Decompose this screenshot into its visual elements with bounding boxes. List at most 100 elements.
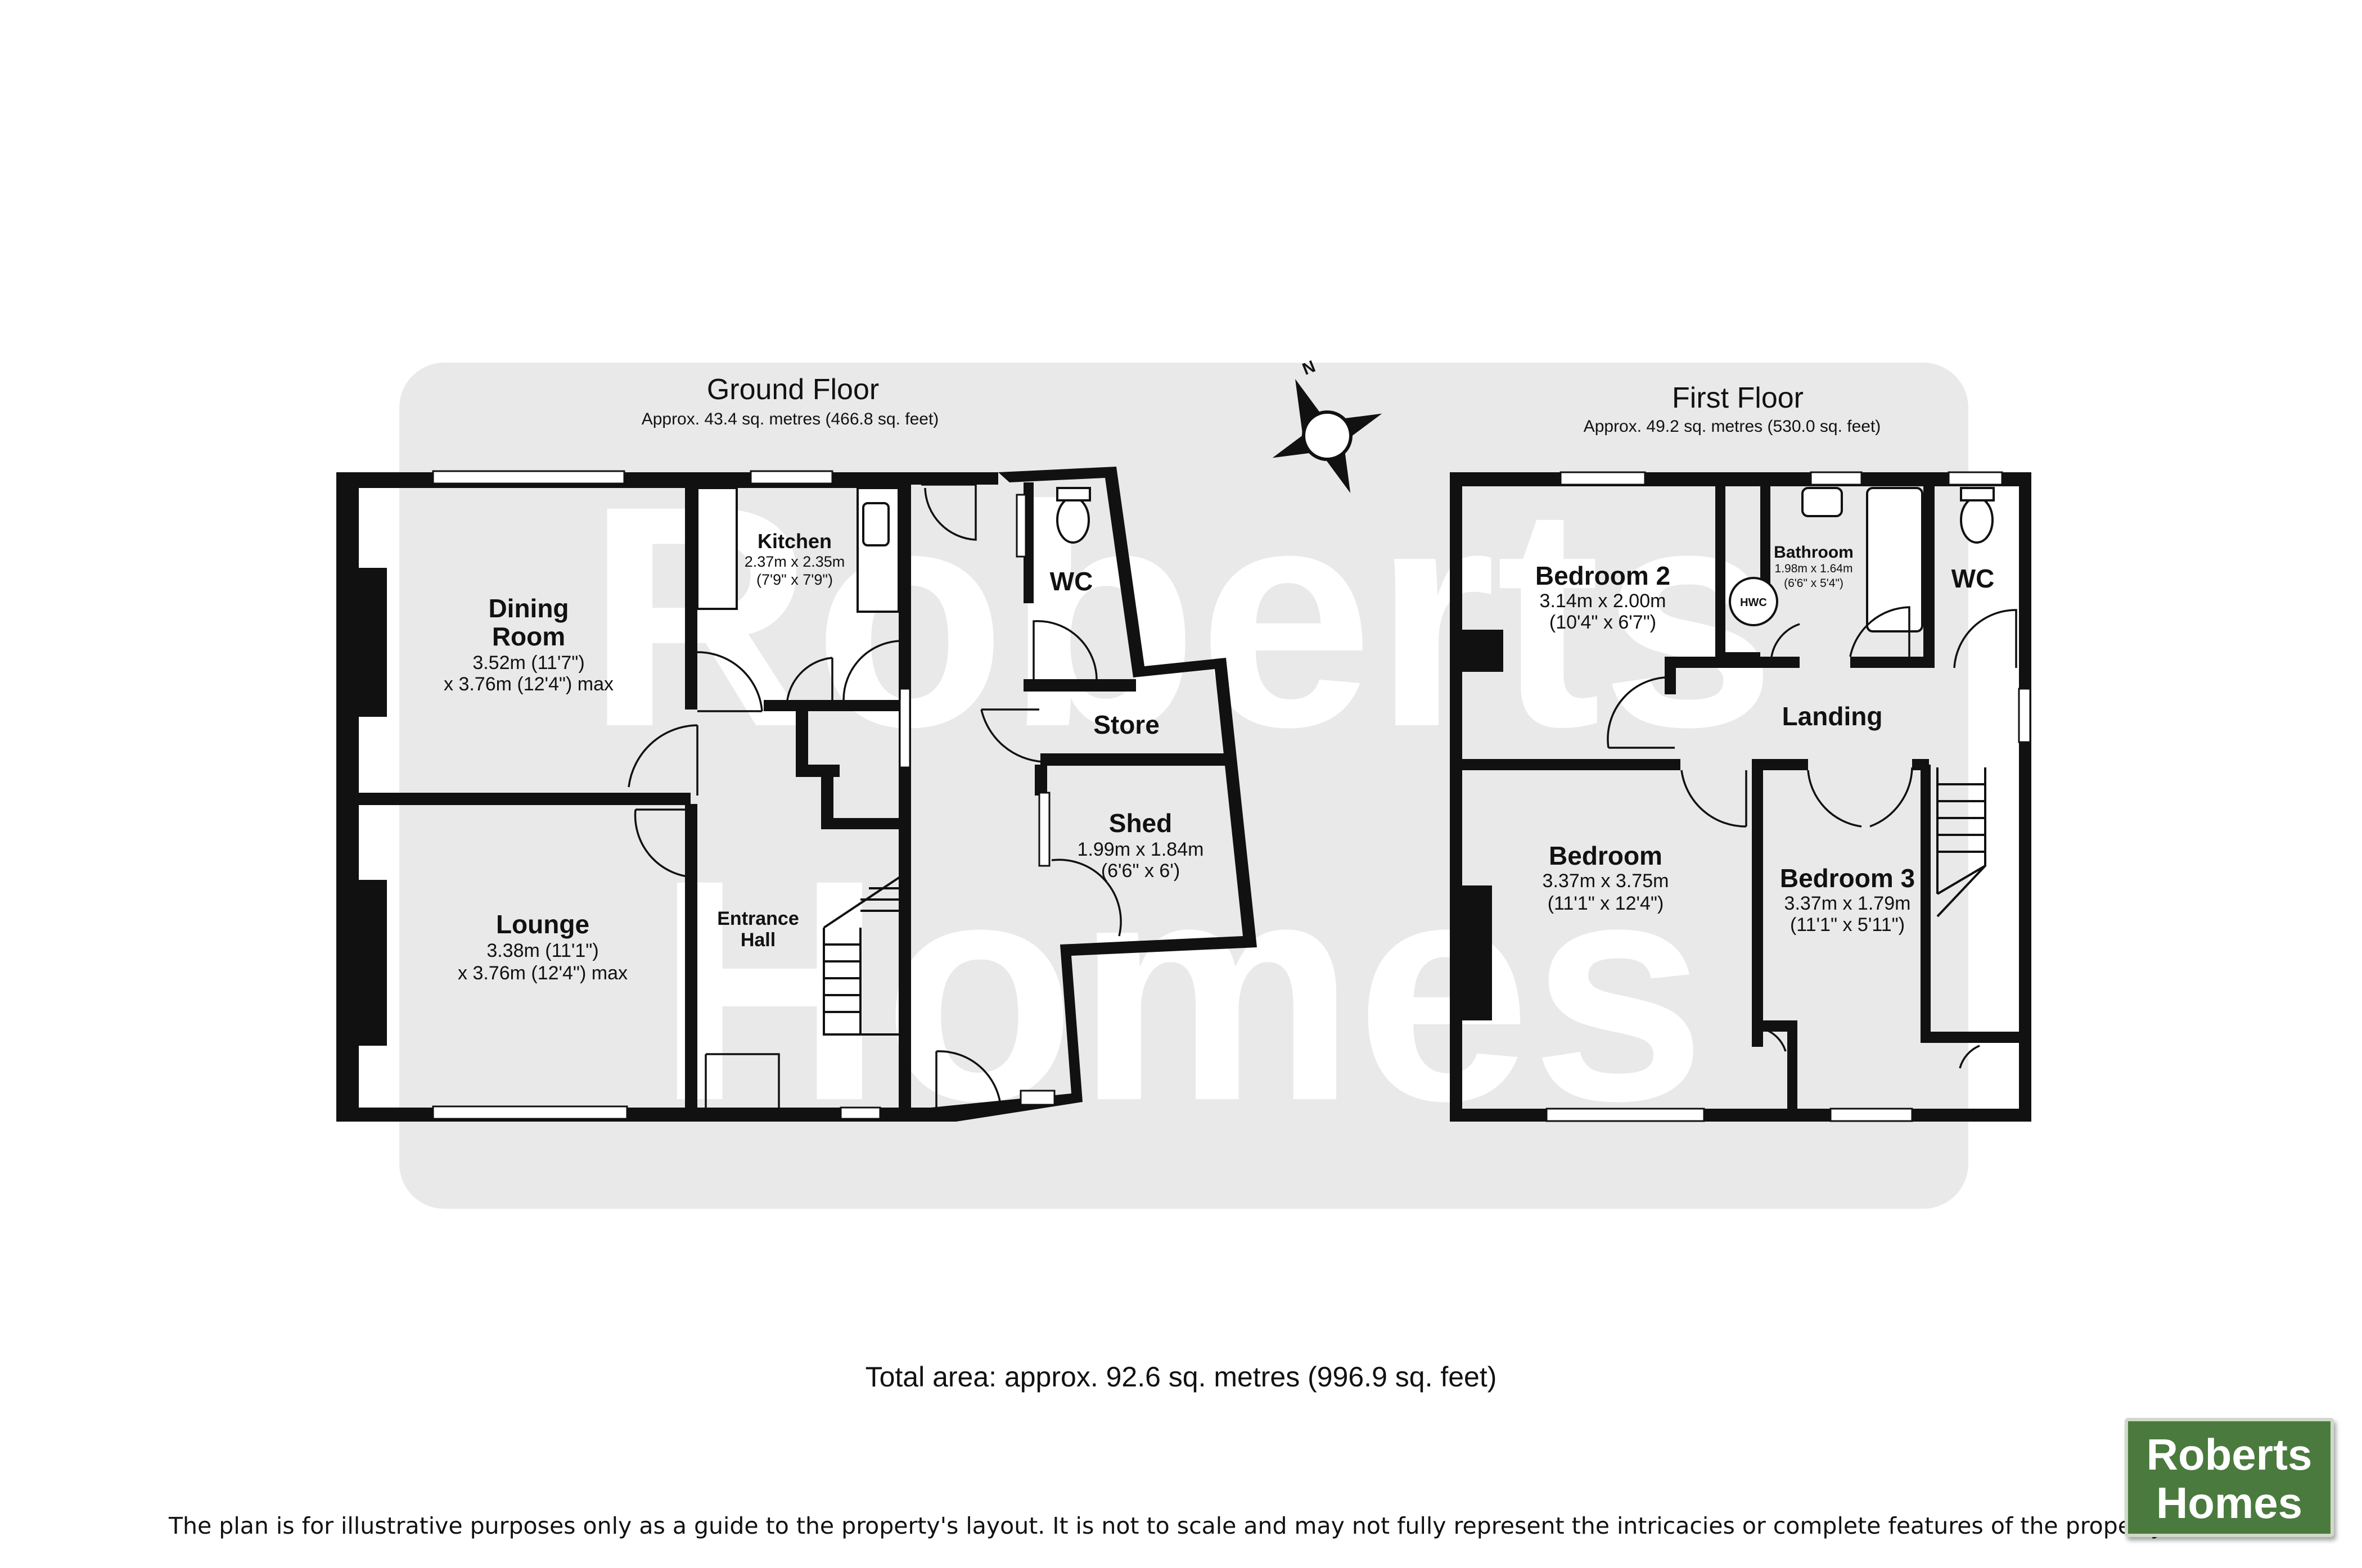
gf-shed-dim2: (6'6" x 6') <box>1101 860 1180 882</box>
gf-window-wc <box>1016 494 1027 558</box>
ff-wall-right <box>2019 472 2031 1122</box>
gf-dining-dim2: x 3.76m (12'4") max <box>444 674 614 695</box>
ff-wc-cistern <box>1960 487 1995 501</box>
ff-window-bed2 <box>1559 471 1646 486</box>
ff-wall-bed3-cupboard-right <box>1787 1020 1797 1110</box>
logo-line2: Homes <box>2156 1478 2303 1528</box>
gf-wall-cupboard-left <box>796 710 808 771</box>
gf-lounge-name: Lounge <box>496 910 589 939</box>
gf-title: Ground Floor <box>707 373 879 406</box>
ff-doors <box>1607 606 2017 1069</box>
gf-wc-toilet <box>1056 496 1090 544</box>
gf-kitchen-dim1: 2.37m x 2.35m <box>745 553 845 570</box>
ff-bathroom-dim2: (6'6" x 5'4") <box>1784 577 1843 590</box>
ff-bedroom3-name: Bedroom 3 <box>1780 864 1915 893</box>
gf-chimney-dining <box>358 568 387 717</box>
ff-stairs <box>1936 767 1986 918</box>
gf-kitchen-sink <box>862 502 890 546</box>
ff-bedroom2-dim2: (10'4" x 6'7") <box>1549 612 1656 633</box>
gf-wall-right-main <box>899 472 911 1119</box>
ff-area: Approx. 49.2 sq. metres (530.0 sq. feet) <box>1584 417 1881 436</box>
gf-wc-cistern <box>1056 487 1091 501</box>
gf-wall-store-bottom <box>1040 753 1226 766</box>
gf-wall-cupboard-right <box>821 770 833 824</box>
gf-window-shed <box>1038 792 1051 867</box>
gf-wall-outbuilding-top <box>911 472 998 485</box>
ff-wall-bath-bottom <box>1850 657 1935 668</box>
total-area-text: Total area: approx. 92.6 sq. metres (996… <box>865 1361 1497 1393</box>
gf-window-side-kitchen <box>899 688 911 769</box>
compass-icon: N <box>1272 357 1382 493</box>
ff-chimney-bedroom2 <box>1461 630 1503 672</box>
gf-wall-left <box>336 472 359 1122</box>
gf-hall-name2: Hall <box>741 929 776 951</box>
watermark-line1: Roberts <box>586 440 1776 792</box>
ff-wall-bath-right <box>1923 485 1935 667</box>
ff-wall-top <box>1450 472 2031 486</box>
gf-shed-dim1: 1.99m x 1.84m <box>1078 839 1204 860</box>
ff-wall-bed3-left <box>1752 766 1763 1047</box>
ff-wall-left <box>1450 472 1462 1122</box>
ff-wall-stairs-left <box>1921 765 1931 1040</box>
ff-bedroom3-dim2: (11'1" x 5'11") <box>1790 914 1905 936</box>
gf-chimney-lounge <box>358 880 387 1046</box>
gf-hall-name1: Entrance <box>717 908 799 929</box>
gf-shed-name: Shed <box>1109 808 1172 838</box>
ff-bath-tub <box>1866 487 1923 632</box>
gf-dining-dim1: 3.52m (11'7") <box>472 652 584 674</box>
ff-title: First Floor <box>1672 382 1804 414</box>
ff-window-wc <box>1948 471 2003 486</box>
logo-line1: Roberts <box>2146 1430 2313 1479</box>
ff-window-bedroom <box>1545 1108 1705 1122</box>
gf-wall-shed-left <box>1035 765 1047 796</box>
ff-window-landing <box>2018 688 2031 743</box>
gf-kitchen-dim2: (7'9" x 7'9") <box>756 571 833 588</box>
ff-wc-toilet <box>1960 496 1994 544</box>
ff-wall-hwc-bottom <box>1738 657 1800 668</box>
gf-lounge-dim1: 3.38m (11'1") <box>486 940 598 961</box>
gf-wall-kitchen-bottom <box>764 700 899 711</box>
watermark-line2: Homes <box>656 814 1706 1166</box>
ff-window-bed3 <box>1829 1108 1913 1122</box>
watermark: Roberts Homes <box>586 440 1776 1166</box>
ff-wall-bed3-top <box>1752 759 1808 770</box>
ff-bedroom-dim2: (11'1" x 12'4") <box>1548 893 1664 914</box>
ff-wall-bed2-landing <box>1461 759 1680 770</box>
ff-wall-bottom <box>1450 1109 2031 1122</box>
ground-floor-labels: Ground Floor Approx. 43.4 sq. metres (46… <box>444 373 1203 984</box>
ff-bath-basin <box>1801 487 1843 517</box>
gf-wall-wc-bottom <box>1024 679 1136 692</box>
ff-bathroom-dim1: 1.98m x 1.64m <box>1775 562 1853 575</box>
background-panel <box>399 363 1968 1209</box>
ff-wall-stairs-bottom <box>1921 1032 2030 1043</box>
gf-window-hall <box>840 1106 881 1120</box>
gf-doors <box>628 483 1122 1119</box>
gf-lounge-dim2: x 3.76m (12'4") max <box>458 963 628 984</box>
ff-hwc-cylinder <box>1729 577 1778 626</box>
gf-kitchen-worktop <box>696 487 738 610</box>
ff-bathroom-name: Bathroom <box>1774 543 1854 562</box>
ff-bedroom-name: Bedroom <box>1549 841 1662 870</box>
ff-hwc-name: HWC <box>1740 597 1767 609</box>
first-floor-labels: First Floor Approx. 49.2 sq. metres (530… <box>1535 382 1994 936</box>
ground-floor-plan <box>336 467 1257 1122</box>
gf-store-name: Store <box>1093 710 1160 739</box>
ff-wall-bed2-right-upper <box>1715 485 1725 659</box>
gf-dining-name1: Dining <box>488 594 569 623</box>
first-floor-plan <box>1450 471 2031 1122</box>
gf-window-kitchen <box>750 470 833 485</box>
gf-window-outbuilding-front <box>1020 1090 1056 1106</box>
disclaimer-text: The plan is for illustrative purposes on… <box>169 1512 2169 1539</box>
gf-kitchen-name: Kitchen <box>758 530 832 553</box>
gf-window-dining <box>432 470 625 485</box>
ff-landing-name: Landing <box>1782 702 1883 731</box>
ff-window-bath <box>1810 471 1863 486</box>
ff-bedroom2-name: Bedroom 2 <box>1535 561 1670 590</box>
ff-wc-name: WC <box>1951 564 1995 593</box>
gf-area: Approx. 43.4 sq. metres (466.8 sq. feet) <box>642 410 939 428</box>
ff-bedroom3-dim1: 3.37m x 1.79m <box>1784 893 1911 914</box>
ff-bedroom-dim1: 3.37m x 3.75m <box>1543 870 1669 892</box>
ff-bedroom2-dim1: 3.14m x 2.00m <box>1540 590 1666 612</box>
brand-logo: Roberts Homes <box>2125 1418 2334 1537</box>
